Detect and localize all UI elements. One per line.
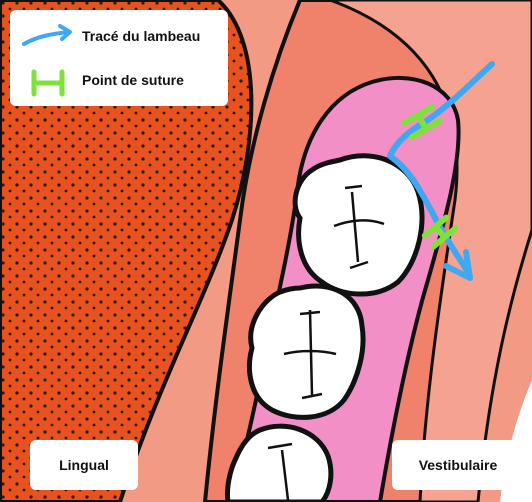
legend: Tracé du lambeau Point de suture (10, 10, 228, 106)
vestibular-label: Vestibulaire (392, 440, 524, 490)
legend-flap-label: Tracé du lambeau (82, 28, 200, 44)
suture-h-icon (20, 68, 76, 98)
legend-suture-label: Point de suture (82, 72, 184, 88)
tooth-2 (249, 286, 363, 417)
legend-item-suture: Point de suture (10, 62, 228, 102)
lingual-label: Lingual (30, 440, 138, 490)
blue-arrow-icon (20, 24, 76, 50)
legend-item-flap: Tracé du lambeau (10, 18, 228, 58)
tooth-1 (295, 156, 422, 294)
